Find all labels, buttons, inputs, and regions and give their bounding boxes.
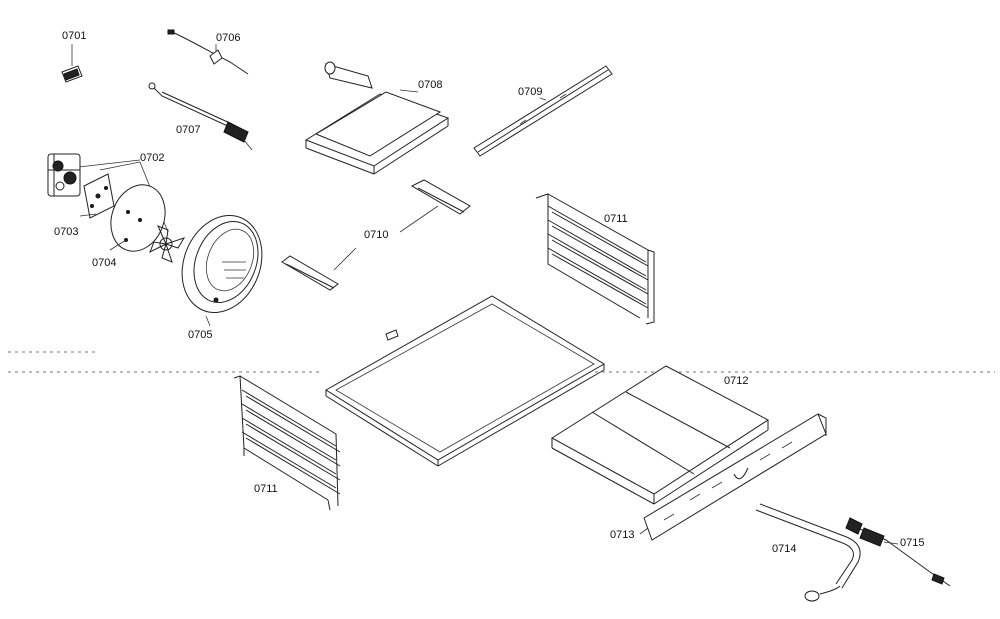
part-0711-rack-bottom: [233, 375, 341, 511]
label-0702: 0702: [140, 152, 165, 164]
part-0709-rail: [473, 65, 613, 157]
label-0701: 0701: [62, 30, 87, 42]
part-0707-sensor: [148, 82, 253, 151]
part-0713-front-panel: [639, 413, 827, 541]
part-0706-wire: [167, 29, 249, 75]
section-separator: [8, 351, 995, 373]
part-0710-clips: [281, 179, 471, 291]
label-0711-top: 0711: [604, 213, 628, 225]
label-0714: 0714: [772, 543, 797, 555]
part-0708-heater: [304, 61, 450, 175]
part-0703-bracket: [79, 173, 115, 219]
label-0710: 0710: [364, 229, 389, 241]
label-0707: 0707: [176, 124, 201, 136]
label-0706: 0706: [216, 32, 241, 44]
part-0715-connector: [845, 517, 951, 587]
part-0701-block: [61, 44, 83, 83]
part-flat-tray: [325, 295, 605, 467]
part-0712-drawer: [551, 365, 769, 505]
label-0711-bottom: 0711: [254, 483, 278, 495]
label-0712: 0712: [724, 375, 749, 387]
part-0704-disk: [109, 184, 166, 252]
part-0714-element: [755, 503, 861, 602]
label-0713: 0713: [610, 529, 635, 541]
label-0703: 0703: [54, 226, 79, 238]
part-fan-blade: [149, 225, 186, 263]
label-0708: 0708: [418, 79, 443, 91]
label-0715: 0715: [900, 537, 925, 549]
part-0705-cover: [181, 215, 263, 327]
part-0711-rack-top: [535, 193, 655, 325]
label-0704: 0704: [92, 257, 117, 269]
label-0709: 0709: [518, 86, 543, 98]
part-0703-motor: [47, 153, 81, 197]
label-0705: 0705: [188, 329, 213, 341]
